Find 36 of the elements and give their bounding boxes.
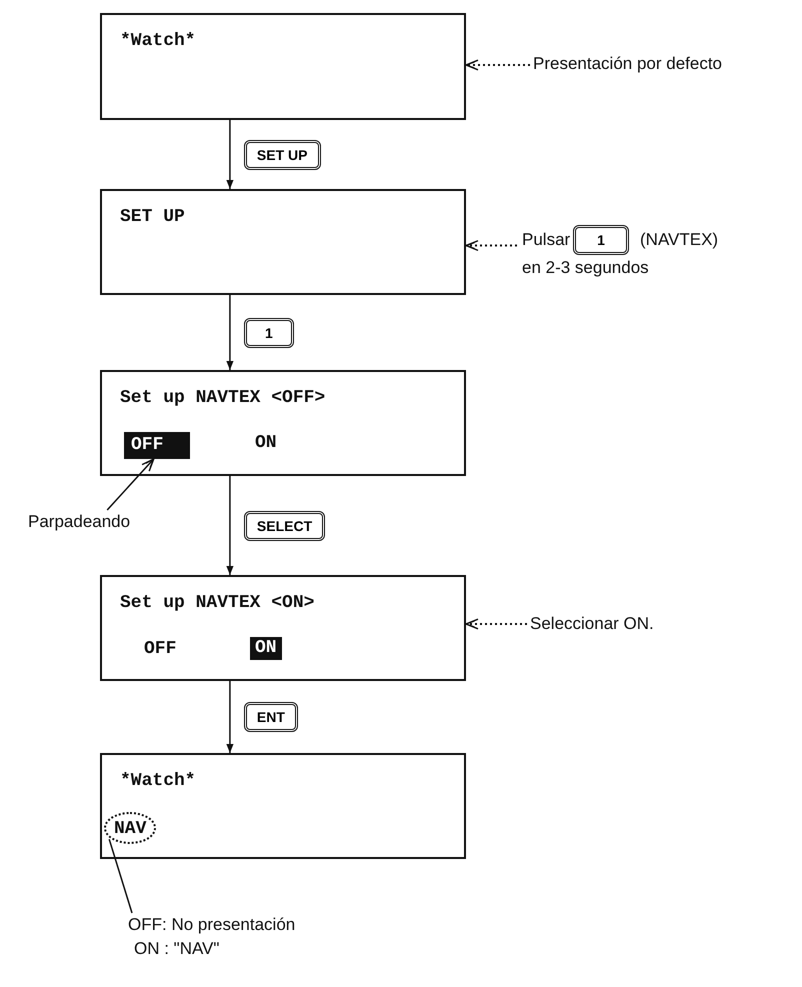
annotation-text: Seleccionar ON. — [530, 614, 654, 634]
key-button: SET UP — [244, 140, 320, 170]
arrow — [226, 120, 234, 189]
annotation-text: Presentación por defecto — [533, 54, 722, 74]
dotted-ellipse — [104, 812, 156, 844]
display-text: Set up NAVTEX <ON> — [120, 593, 314, 614]
display-screen — [100, 189, 466, 295]
option-text: ON — [250, 637, 282, 660]
arrow — [226, 295, 234, 370]
display-screen — [100, 13, 466, 120]
leader-line — [108, 838, 133, 914]
display-screen — [100, 370, 466, 476]
key-button: SELECT — [244, 510, 326, 540]
display-text: *Watch* — [120, 31, 196, 52]
highlighted-option — [124, 432, 190, 459]
annotation-text: Pulsar — [522, 230, 570, 250]
key-label: 1 — [596, 232, 606, 248]
annotation-text: Parpadeando — [28, 512, 130, 532]
display-text: *Watch* — [120, 771, 196, 792]
display-text: Set up NAVTEX <OFF> — [120, 388, 326, 409]
status-indicator: NAV — [114, 819, 146, 840]
arrow — [226, 476, 234, 575]
key-button: ENT — [244, 702, 298, 732]
display-text: SET UP — [120, 207, 185, 228]
key-button — [573, 225, 629, 255]
arrow — [226, 681, 234, 753]
option-text: ON — [255, 433, 277, 454]
annotation-text: ON : "NAV" — [134, 939, 220, 959]
annotation-text: OFF: No presentación — [128, 915, 296, 935]
display-screen — [100, 575, 466, 681]
annotation-text: en 2-3 segundos — [522, 258, 649, 278]
option-text: OFF — [144, 639, 176, 660]
display-screen — [100, 753, 466, 859]
display-text: OFF — [131, 435, 164, 456]
annotation-text: (NAVTEX) — [640, 230, 718, 250]
key-button: 1 — [244, 318, 294, 348]
